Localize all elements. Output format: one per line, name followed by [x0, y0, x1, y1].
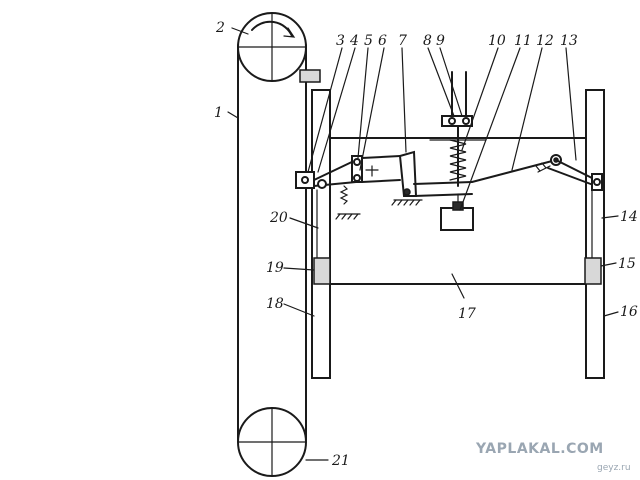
watermark-text: YAPLAKAL.COM — [476, 441, 604, 457]
left-slider-block — [313, 257, 331, 285]
right-lever — [535, 154, 603, 191]
label-18: 18 — [266, 296, 284, 312]
label-10: 10 — [488, 33, 506, 49]
label-8: 8 — [423, 33, 432, 49]
watermark-small-text: geyz.ru — [597, 463, 631, 473]
label-16: 16 — [620, 304, 638, 320]
hanging-weight — [440, 193, 474, 231]
label-21: 21 — [331, 453, 350, 469]
label-4: 4 — [349, 33, 359, 49]
label-13: 13 — [560, 33, 578, 49]
bottom-pulley — [237, 407, 307, 477]
label-1: 1 — [214, 105, 223, 121]
label-3: 3 — [336, 33, 345, 49]
label-6: 6 — [378, 33, 387, 49]
label-2: 2 — [215, 20, 225, 36]
label-5: 5 — [364, 33, 373, 49]
right-slider-block — [584, 257, 602, 285]
label-15: 15 — [618, 256, 636, 272]
right-guide-rail — [585, 89, 605, 379]
part-labels: 1 2 3 4 5 6 7 8 9 10 11 12 13 14 15 16 1… — [214, 20, 638, 469]
lever-links — [335, 155, 401, 220]
label-11: 11 — [514, 33, 532, 49]
label-12: 12 — [536, 33, 554, 49]
linkage-bar — [413, 181, 473, 197]
left-guide-rail — [311, 89, 331, 379]
label-19: 19 — [266, 260, 284, 276]
belt-loop — [237, 44, 307, 441]
label-20: 20 — [269, 210, 288, 226]
label-14: 14 — [620, 209, 638, 225]
label-7: 7 — [398, 33, 407, 49]
top-pulley — [237, 12, 307, 82]
central-pivot — [391, 150, 423, 206]
belt-clamp-block — [299, 69, 321, 83]
label-9: 9 — [436, 33, 445, 49]
left-gripper — [295, 159, 357, 189]
leader-lines — [227, 27, 619, 461]
spring-assembly — [429, 71, 487, 187]
label-17: 17 — [458, 306, 476, 322]
